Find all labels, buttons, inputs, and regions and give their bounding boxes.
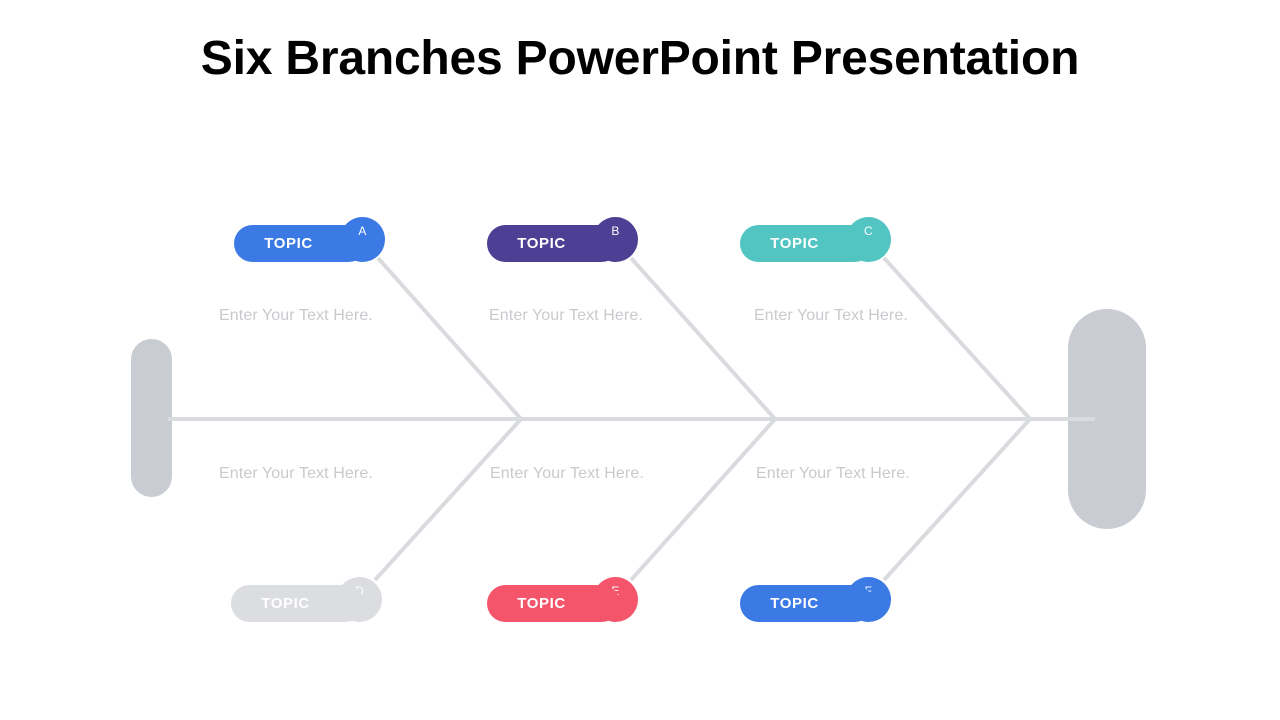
branch-pill-f[interactable]: TOPIC xyxy=(740,585,873,622)
rib-f xyxy=(882,417,1032,582)
branch-badge-letter-c: C xyxy=(864,224,873,238)
branch-node-d[interactable]: D TOPIC xyxy=(231,577,382,622)
rib-c xyxy=(882,256,1032,421)
branch-note-f: Enter Your Text Here. xyxy=(756,465,910,482)
branch-node-f[interactable]: F TOPIC xyxy=(740,577,891,622)
branch-node-a[interactable]: TOPIC A xyxy=(234,217,385,262)
branch-note-e: Enter Your Text Here. xyxy=(490,465,644,482)
branch-node-b[interactable]: TOPIC B xyxy=(487,217,638,262)
branch-badge-c[interactable]: C xyxy=(846,217,891,262)
branch-pill-d[interactable]: TOPIC xyxy=(231,585,364,622)
branch-note-b: Enter Your Text Here. xyxy=(489,307,643,324)
head-cap xyxy=(1068,309,1146,529)
branch-label-d: TOPIC xyxy=(261,595,310,612)
branch-badge-a[interactable]: A xyxy=(340,217,385,262)
branch-label-c: TOPIC xyxy=(770,235,819,252)
page-title: Six Branches PowerPoint Presentation xyxy=(200,32,1080,85)
rib-d xyxy=(373,417,523,582)
branch-badge-letter-a: A xyxy=(358,224,367,238)
branch-label-f: TOPIC xyxy=(770,595,819,612)
branch-pill-e[interactable]: TOPIC xyxy=(487,585,620,622)
branch-badge-b[interactable]: B xyxy=(593,217,638,262)
tail-cap xyxy=(131,339,172,497)
branch-note-a: Enter Your Text Here. xyxy=(219,307,373,324)
branch-label-b: TOPIC xyxy=(517,235,566,252)
rib-b xyxy=(629,256,777,421)
branch-note-d: Enter Your Text Here. xyxy=(219,465,373,482)
branch-node-e[interactable]: E TOPIC xyxy=(487,577,638,622)
rib-a xyxy=(376,256,523,421)
branch-label-e: TOPIC xyxy=(517,595,566,612)
branch-node-c[interactable]: TOPIC C xyxy=(740,217,891,262)
branch-label-a: TOPIC xyxy=(264,235,313,252)
branch-badge-letter-b: B xyxy=(611,224,620,238)
branch-note-c: Enter Your Text Here. xyxy=(754,307,908,324)
rib-e xyxy=(629,417,777,582)
